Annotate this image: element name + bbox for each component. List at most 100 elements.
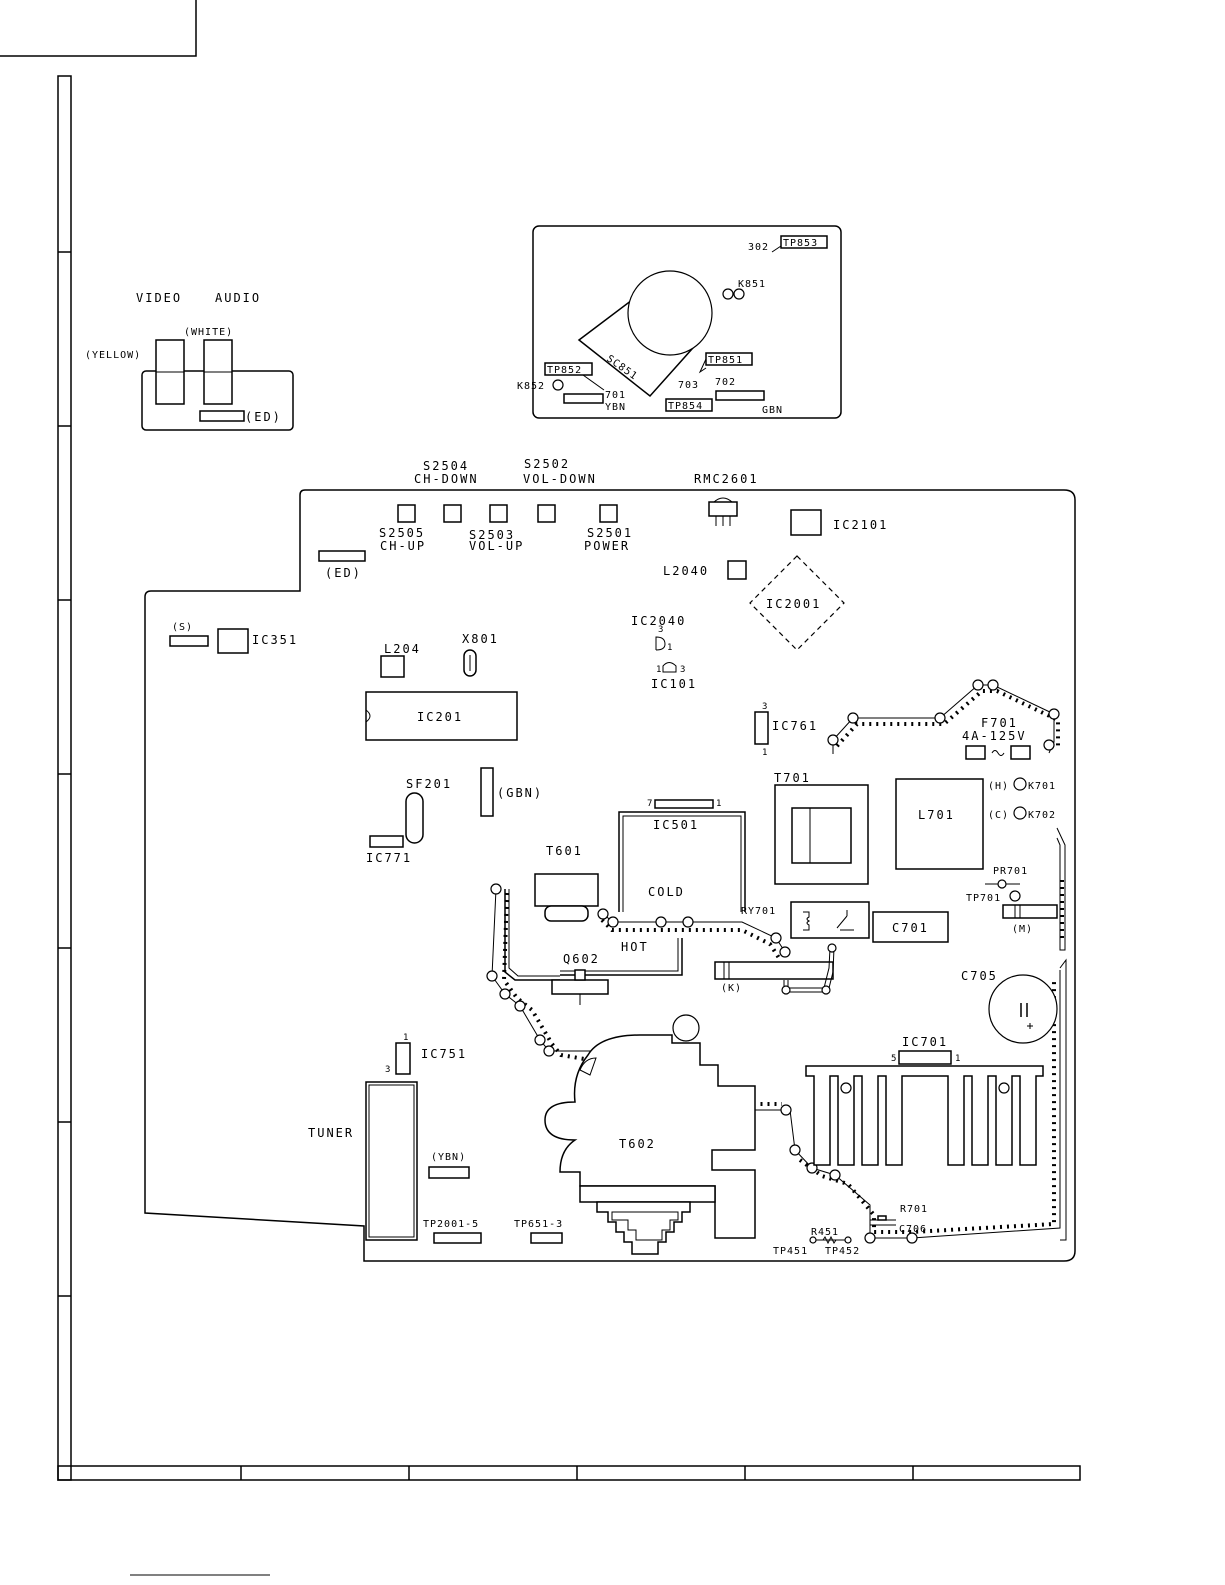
t701-label: T701 (774, 771, 811, 785)
gbn-connector (480, 767, 494, 817)
l2040-coil (727, 560, 747, 580)
ic761-label: IC761 (772, 719, 818, 733)
ic2101-chip (790, 509, 822, 536)
front-switches: S2504 CH-DOWN S2502 VOL-DOWN S2505 CH-UP… (379, 457, 633, 553)
ybn-top-label: YBN (605, 402, 626, 413)
ic701-heat-sink (805, 1065, 1044, 1166)
ic761-chip (754, 711, 769, 745)
pr701-label: PR701 (993, 866, 1028, 877)
l701-coil (895, 778, 984, 870)
tp2001-5-pad (433, 1232, 482, 1244)
ch-up-label: CH-UP (380, 539, 426, 553)
vol-up-label: VOL-UP (469, 539, 524, 553)
video-label: VIDEO (136, 291, 182, 305)
c-label: (C) (988, 810, 1009, 821)
yellow-label: (YELLOW) (85, 350, 141, 361)
ic2001-label: IC2001 (766, 597, 821, 611)
fuse-rating-label: 4A-125V (962, 729, 1027, 743)
s2505-label: S2505 (379, 526, 425, 540)
s2502-label: S2502 (524, 457, 570, 471)
av-jack-board: VIDEO AUDIO (WHITE) (YELLOW) (ED) (85, 291, 294, 431)
f701-fuse-clip-right (1010, 745, 1031, 760)
cold-area-outline (618, 811, 746, 912)
ry701-label: RY701 (741, 906, 776, 917)
x801-label: X801 (462, 632, 499, 646)
audio-label: AUDIO (215, 291, 261, 305)
ry701-relay (790, 901, 870, 939)
ic701-pin1: 1 (955, 1054, 961, 1064)
gbn-top-label: GBN (762, 405, 783, 416)
main-board-outline (144, 489, 1076, 1262)
t602-flyback (544, 1034, 756, 1239)
c705-label: C705 (961, 969, 998, 983)
ic501-chip (654, 799, 714, 809)
k-label: (K) (721, 983, 742, 994)
l204-coil (380, 655, 405, 678)
n701-label: 701 (605, 390, 626, 401)
page-frame (0, 0, 1081, 1576)
tuner-unit (365, 1081, 418, 1241)
ic101-pin1: 1 (656, 665, 662, 675)
tp854-label: TP854 (668, 401, 703, 412)
hot-strip (560, 908, 791, 976)
s2504-switch (443, 504, 462, 523)
s2501-label: S2501 (587, 526, 633, 540)
ic771-label: IC771 (366, 851, 412, 865)
ic701-chip (898, 1050, 952, 1065)
ic201-label: IC201 (417, 710, 463, 724)
ic501-pin1: 1 (716, 799, 722, 809)
vol-down-label: VOL-DOWN (523, 472, 597, 486)
k-connector (714, 961, 834, 980)
ic2040-transistor (655, 636, 666, 651)
ch-down-label: CH-DOWN (414, 472, 479, 486)
ic2040-pin1: 1 (667, 643, 673, 653)
tp2001-5-label: TP2001-5 (423, 1219, 479, 1230)
r451-label: R451 (811, 1227, 839, 1238)
t602-label: T602 (619, 1137, 656, 1151)
s2501-switch (599, 504, 618, 523)
ed-connector-av (199, 410, 245, 422)
tp451-label: TP451 (773, 1246, 808, 1257)
ic101-transistor (662, 662, 677, 673)
tp651-3-label: TP651-3 (514, 1219, 563, 1230)
c701-label: C701 (892, 921, 929, 935)
ic701-label: IC701 (902, 1035, 948, 1049)
tp851-label: TP851 (708, 355, 743, 366)
m-label: (M) (1012, 924, 1033, 935)
k702-label: K702 (1028, 810, 1056, 821)
ic2101-label: IC2101 (833, 518, 888, 532)
ic751-pin3: 3 (385, 1065, 391, 1075)
ed-connector-main (318, 550, 366, 562)
r451-resistor (822, 1235, 837, 1245)
tp701-label: TP701 (966, 893, 1001, 904)
l204-label: L204 (384, 642, 421, 656)
ic101-label: IC101 (651, 677, 697, 691)
c706-label: C706 (899, 1224, 927, 1235)
hot-label: HOT (621, 940, 649, 954)
ed-main-label: (ED) (325, 566, 362, 580)
ic761-pin3: 3 (762, 702, 768, 712)
tp452-label: TP452 (825, 1246, 860, 1257)
fuse-icon (991, 750, 1005, 756)
ic2040-label: IC2040 (631, 614, 686, 628)
gbn-main-label: (GBN) (497, 786, 543, 800)
relay-switch-icon (836, 910, 854, 931)
edge-trace-upper (1056, 827, 1066, 951)
sf201-filter (405, 792, 424, 844)
ybn-main-label: (YBN) (431, 1152, 466, 1163)
ic751-pin1: 1 (403, 1033, 409, 1043)
s2502-switch (537, 504, 556, 523)
cold-label: COLD (648, 885, 685, 899)
ed-av-label: (ED) (245, 410, 282, 424)
crt-socket (627, 270, 713, 356)
rmc2601-receiver (708, 497, 738, 526)
l701-label: L701 (918, 808, 955, 822)
c701-capacitor (872, 911, 949, 943)
tuner-label: TUNER (308, 1126, 354, 1140)
s-label: (S) (172, 622, 193, 633)
power-label: POWER (584, 539, 630, 553)
n703-label: 703 (678, 380, 699, 391)
n702-label: 702 (715, 377, 736, 388)
ic201-chip (365, 691, 518, 741)
